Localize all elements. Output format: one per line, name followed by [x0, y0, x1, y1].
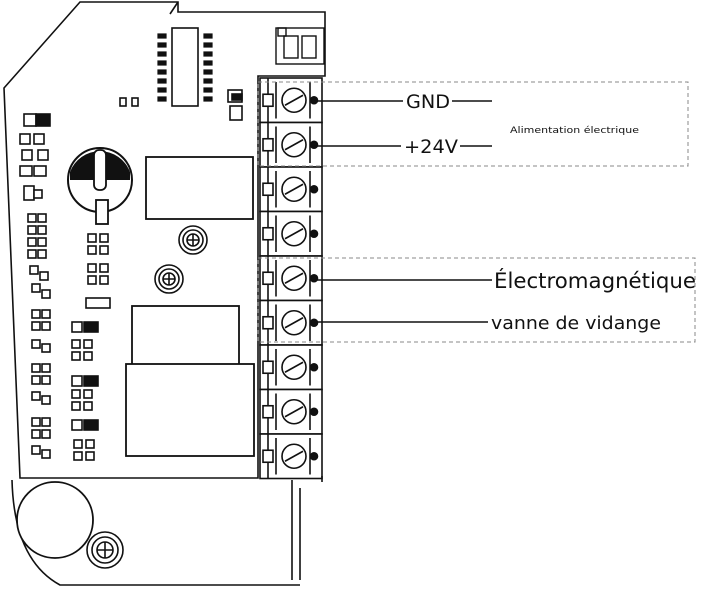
terminal-8	[259, 388, 323, 435]
header-connector	[275, 27, 325, 65]
terminal-6	[259, 299, 323, 346]
relays	[125, 156, 255, 457]
screw-3	[86, 531, 124, 569]
smd-column-middle	[71, 233, 111, 461]
v24-label: +24V	[404, 136, 458, 158]
cable	[291, 476, 323, 580]
relay-1	[145, 156, 254, 220]
pcb-board	[3, 1, 326, 586]
gnd-label: GND	[406, 91, 450, 113]
capacitor	[16, 481, 94, 559]
valve-dashed-box	[257, 257, 696, 343]
pcb-top-notch	[169, 1, 179, 15]
power-supply-label: Alimentation électrique	[510, 125, 640, 136]
screws	[86, 225, 208, 569]
terminal-7	[259, 344, 323, 391]
terminal-9	[259, 433, 323, 480]
relay-2	[131, 305, 240, 369]
terminal-4	[259, 210, 323, 257]
screw-2	[154, 264, 184, 294]
pcb-bottom-edge	[11, 479, 300, 586]
wires	[314, 100, 492, 323]
pcb-outline	[3, 1, 326, 479]
valve-label-line2: vanne de vidange	[491, 313, 661, 334]
terminal-block	[259, 77, 323, 480]
terminal-3	[259, 166, 323, 213]
small-components	[119, 89, 243, 121]
terminal-1	[259, 77, 323, 124]
ic-chip	[157, 27, 213, 107]
relay-3	[125, 363, 255, 457]
power-supply-dashed-box	[257, 81, 689, 167]
terminal-2	[259, 121, 323, 168]
valve-label-line1: Électromagnétique	[494, 268, 696, 293]
terminal-5	[259, 255, 323, 302]
smd-column-left	[19, 113, 51, 459]
potentiometer	[67, 147, 133, 225]
screw-1	[178, 225, 208, 255]
